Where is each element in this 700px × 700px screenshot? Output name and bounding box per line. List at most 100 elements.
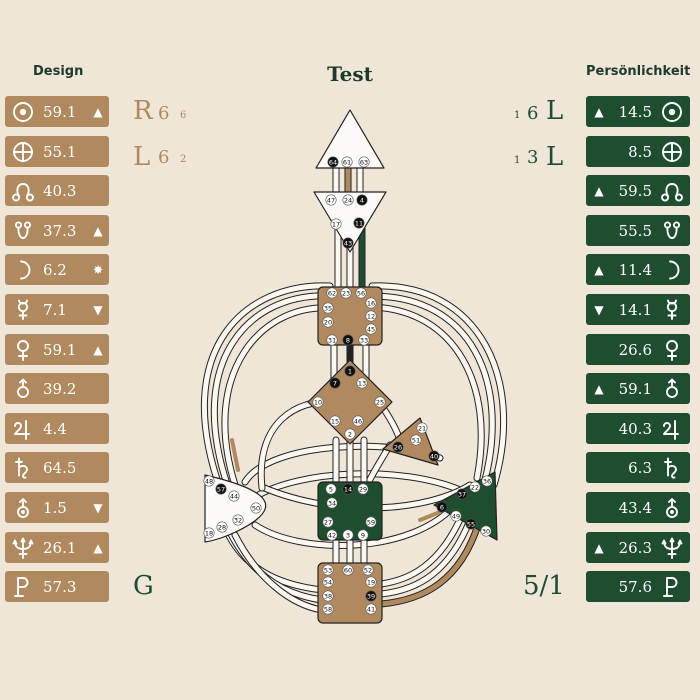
gate-number[interactable]: 48 (205, 477, 213, 485)
gate-number[interactable]: 54 (324, 578, 332, 586)
gate-number[interactable]: 3 (346, 531, 350, 539)
design-row[interactable]: 7.1▼ (5, 293, 109, 325)
design-row[interactable]: 26.1▲ (5, 531, 109, 563)
gate-number[interactable]: 63 (360, 158, 368, 166)
gate-number[interactable]: 59 (367, 518, 375, 526)
gate-number[interactable]: 51 (412, 436, 420, 444)
personality-row[interactable]: 57.6 (586, 571, 690, 603)
design-row[interactable]: 57.3 (5, 571, 109, 603)
gate-number[interactable]: 37 (458, 490, 466, 498)
design-row[interactable]: 37.3▲ (5, 214, 109, 246)
gate-number[interactable]: 21 (418, 424, 426, 432)
design-row[interactable]: 40.3 (5, 175, 109, 207)
gate-number[interactable]: 16 (367, 299, 375, 307)
personality-row[interactable]: 59.1▲ (586, 373, 690, 405)
gate-number[interactable]: 29 (359, 485, 367, 493)
gate-number[interactable]: 44 (230, 492, 238, 500)
center-ajna[interactable]: 47 24 4 17 11 43 (313, 191, 387, 253)
gate-number[interactable]: 17 (332, 220, 340, 228)
gate-number[interactable]: 61 (343, 158, 351, 166)
center-sacral[interactable]: 5 14 29 34 27 59 42 3 9 (317, 481, 383, 541)
personality-row[interactable]: 55.5 (586, 214, 690, 246)
gate-number[interactable]: 53 (324, 566, 332, 574)
center-root[interactable]: 53 60 52 54 19 38 39 58 41 (317, 562, 383, 624)
gate-number[interactable]: 10 (314, 398, 322, 406)
design-row[interactable]: 1.5▼ (5, 491, 109, 523)
center-head[interactable]: 64 61 63 (315, 109, 385, 169)
gate-number[interactable]: 8 (346, 336, 350, 344)
personality-row[interactable]: 43.4 (586, 491, 690, 523)
gate-number[interactable]: 31 (328, 336, 336, 344)
gate-number[interactable]: 28 (218, 523, 226, 531)
gate-number[interactable]: 41 (367, 605, 375, 613)
gate-number[interactable]: 64 (329, 158, 337, 166)
gate-number[interactable]: 42 (328, 531, 336, 539)
gate-number[interactable]: 62 (328, 289, 336, 297)
gate-number[interactable]: 32 (234, 516, 242, 524)
gate-number[interactable]: 26 (394, 443, 402, 451)
gate-number[interactable]: 30 (482, 527, 490, 535)
gate-number[interactable]: 20 (324, 318, 332, 326)
center-spleen[interactable]: 48 57 44 50 32 28 18 (203, 474, 267, 543)
center-solar-plexus[interactable]: 36 22 37 6 49 55 30 (433, 471, 498, 541)
gate-number[interactable]: 60 (344, 566, 352, 574)
gate-number[interactable]: 57 (217, 485, 225, 493)
gate-number[interactable]: 49 (452, 512, 460, 520)
gate-number[interactable]: 1 (348, 367, 352, 375)
personality-row[interactable]: 59.5▲ (586, 175, 690, 207)
gate-number[interactable]: 19 (367, 578, 375, 586)
gate-number[interactable]: 5 (329, 485, 333, 493)
personality-row[interactable]: 14.5▲ (586, 96, 690, 127)
gate-number[interactable]: 36 (483, 477, 491, 485)
gate-number[interactable]: 56 (357, 289, 365, 297)
gate-number[interactable]: 18 (205, 529, 213, 537)
gate-number[interactable]: 15 (331, 417, 339, 425)
gate-number[interactable]: 22 (471, 483, 479, 491)
gate-number[interactable]: 2 (348, 430, 352, 438)
gate-number[interactable]: 43 (344, 239, 352, 247)
gate-number[interactable]: 24 (344, 196, 352, 204)
gate-number[interactable]: 47 (327, 196, 335, 204)
personality-row[interactable]: 40.3 (586, 412, 690, 444)
gate-number[interactable]: 52 (364, 566, 372, 574)
gate-number[interactable]: 9 (361, 531, 365, 539)
personality-row[interactable]: 6.3 (586, 452, 690, 484)
personality-row[interactable]: 11.4▲ (586, 254, 690, 286)
gate-number[interactable]: 7 (333, 379, 337, 387)
gate-number[interactable]: 38 (324, 592, 332, 600)
gate-number[interactable]: 33 (360, 336, 368, 344)
design-row[interactable]: 59.1▲ (5, 333, 109, 365)
gate-number[interactable]: 27 (324, 518, 332, 526)
gate-number[interactable]: 45 (367, 325, 375, 333)
gate-number[interactable]: 25 (376, 398, 384, 406)
gate-number[interactable]: 55 (467, 520, 475, 528)
personality-row[interactable]: 14.1▼ (586, 293, 690, 325)
gate-number[interactable]: 50 (252, 504, 260, 512)
gate-number[interactable]: 6 (440, 503, 444, 511)
gate-number[interactable]: 40 (430, 452, 438, 460)
personality-row[interactable]: 8.5 (586, 135, 690, 167)
center-ego[interactable]: 21 51 26 40 (382, 417, 440, 466)
design-row[interactable]: 6.2✸ (5, 254, 109, 286)
design-row[interactable]: 64.5 (5, 452, 109, 484)
personality-row[interactable]: 26.3▲ (586, 531, 690, 563)
gate-number[interactable]: 23 (342, 289, 350, 297)
gate-number[interactable]: 39 (367, 592, 375, 600)
gate-number[interactable]: 58 (324, 605, 332, 613)
design-row[interactable]: 59.1▲ (5, 96, 109, 127)
gate-number[interactable]: 4 (360, 196, 364, 204)
gate-number[interactable]: 34 (328, 499, 336, 507)
gate-number[interactable]: 14 (344, 485, 352, 493)
design-row[interactable]: 39.2 (5, 373, 109, 405)
gate-number[interactable]: 12 (367, 312, 375, 320)
center-g[interactable]: 1 7 13 10 25 15 462 (307, 359, 393, 445)
gate-number[interactable]: 13 (358, 379, 366, 387)
design-row[interactable]: 4.4 (5, 412, 109, 444)
gate-number[interactable]: 11 (355, 219, 363, 227)
personality-row[interactable]: 26.6 (586, 333, 690, 365)
gate-number[interactable]: 35 (324, 304, 332, 312)
design-row[interactable]: 55.1 (5, 135, 109, 167)
gate-number[interactable]: 46 (354, 417, 362, 425)
design-variable-r-number: 6 (158, 103, 170, 124)
